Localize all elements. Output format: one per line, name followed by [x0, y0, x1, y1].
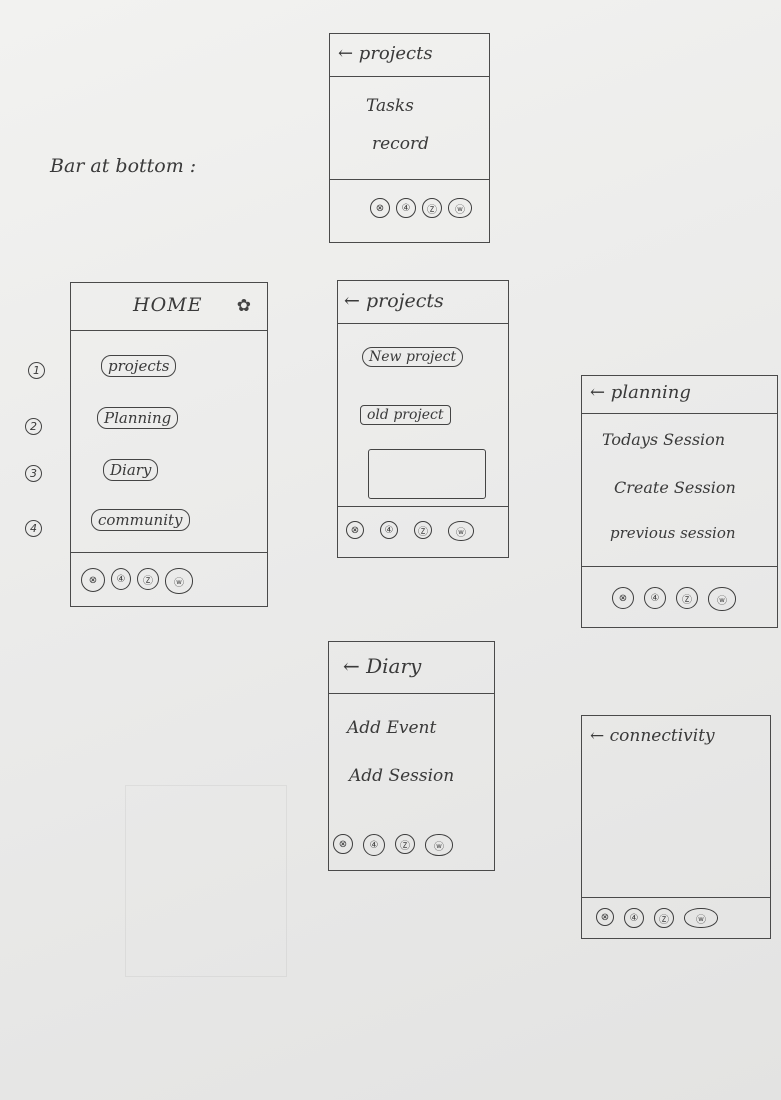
- step-number-4: 4: [25, 520, 42, 537]
- community-button[interactable]: community: [91, 509, 190, 531]
- gear-icon[interactable]: ✿: [236, 296, 251, 316]
- record-link[interactable]: record: [372, 134, 429, 154]
- nav-icon-1[interactable]: ⊗: [81, 568, 105, 592]
- connectivity-screen: ← connectivity ⊗ ④ Ⓩ ⓦ: [581, 715, 771, 939]
- faint-sketch-mark: [125, 785, 287, 977]
- bottom-nav-bar: ⊗ ④ Ⓩ ⓦ: [338, 506, 508, 557]
- planning-button[interactable]: Planning: [97, 407, 179, 429]
- nav-icon-3[interactable]: Ⓩ: [395, 834, 415, 854]
- step-number-3: 3: [25, 465, 42, 482]
- projects-button[interactable]: projects: [101, 355, 177, 377]
- add-event-link[interactable]: Add Event: [347, 718, 437, 738]
- bottom-nav-bar: ⊗ ④ Ⓩ ⓦ: [71, 552, 267, 606]
- step-number-2: 2: [25, 418, 42, 435]
- nav-icon-1[interactable]: ⊗: [612, 587, 634, 609]
- screen-title: ← planning: [590, 382, 691, 403]
- diary-screen: ← Diary Add Event Add Session ⊗ ④ Ⓩ ⓦ: [328, 641, 495, 871]
- nav-icon-3[interactable]: Ⓩ: [676, 587, 698, 609]
- planning-screen: ← planning Todays Session Create Session…: [581, 375, 778, 628]
- nav-icon-2[interactable]: ④: [624, 908, 644, 928]
- nav-icon-1[interactable]: ⊗: [346, 521, 364, 539]
- nav-icon-2[interactable]: ④: [644, 587, 666, 609]
- bottom-nav-bar: ⊗ ④ Ⓩ ⓦ: [582, 566, 777, 627]
- screen-header: HOME ✿: [71, 283, 267, 331]
- nav-icon-4[interactable]: ⓦ: [448, 521, 474, 541]
- step-number-1: 1: [28, 362, 45, 379]
- nav-icon-4[interactable]: ⓦ: [448, 198, 472, 218]
- tasks-link[interactable]: Tasks: [366, 96, 414, 116]
- project-preview-box: [368, 449, 486, 499]
- nav-icon-4[interactable]: ⓦ: [165, 568, 193, 594]
- nav-icon-3[interactable]: Ⓩ: [414, 521, 432, 539]
- previous-session-link[interactable]: previous session: [610, 524, 736, 542]
- old-project-button[interactable]: old project: [360, 405, 451, 425]
- screen-header: ← projects: [338, 281, 508, 324]
- bottom-nav-bar: ⊗ ④ Ⓩ ⓦ: [330, 179, 489, 242]
- nav-icon-3[interactable]: Ⓩ: [422, 198, 442, 218]
- screen-header: ← projects: [330, 34, 489, 77]
- todays-session-link[interactable]: Todays Session: [602, 430, 726, 449]
- nav-icon-1[interactable]: ⊗: [370, 198, 390, 218]
- add-session-link[interactable]: Add Session: [349, 766, 455, 786]
- nav-icon-1[interactable]: ⊗: [596, 908, 614, 926]
- screen-header: ← Diary: [329, 642, 494, 694]
- nav-icon-3[interactable]: Ⓩ: [654, 908, 674, 928]
- home-screen: HOME ✿ projects Planning Diary community…: [70, 282, 268, 607]
- nav-icon-2[interactable]: ④: [396, 198, 416, 218]
- nav-icon-4[interactable]: ⓦ: [708, 587, 736, 611]
- nav-icon-3[interactable]: Ⓩ: [137, 568, 159, 590]
- nav-icon-1[interactable]: ⊗: [333, 834, 353, 854]
- nav-icon-4[interactable]: ⓦ: [425, 834, 453, 856]
- screen-title: HOME: [133, 294, 203, 316]
- projects-tasks-screen: ← projects Tasks record ⊗ ④ Ⓩ ⓦ: [329, 33, 490, 243]
- create-session-link[interactable]: Create Session: [614, 478, 736, 497]
- diary-button[interactable]: Diary: [103, 459, 159, 481]
- projects-screen: ← projects New project old project ⊗ ④ Ⓩ…: [337, 280, 509, 558]
- bar-at-bottom-note: Bar at bottom :: [50, 155, 197, 177]
- bottom-nav-bar: ⊗ ④ Ⓩ ⓦ: [582, 897, 770, 938]
- screen-title: ← connectivity: [590, 726, 715, 746]
- screen-title: ← Diary: [343, 654, 422, 678]
- new-project-button[interactable]: New project: [362, 347, 464, 367]
- nav-icon-2[interactable]: ④: [380, 521, 398, 539]
- nav-icon-4[interactable]: ⓦ: [684, 908, 718, 928]
- screen-header: ← planning: [582, 376, 777, 414]
- nav-icon-2[interactable]: ④: [111, 568, 131, 590]
- bottom-nav-bar: ⊗ ④ Ⓩ ⓦ: [333, 834, 453, 856]
- screen-title: ← projects: [344, 290, 444, 312]
- nav-icon-2[interactable]: ④: [363, 834, 385, 856]
- screen-title: ← projects: [338, 43, 433, 64]
